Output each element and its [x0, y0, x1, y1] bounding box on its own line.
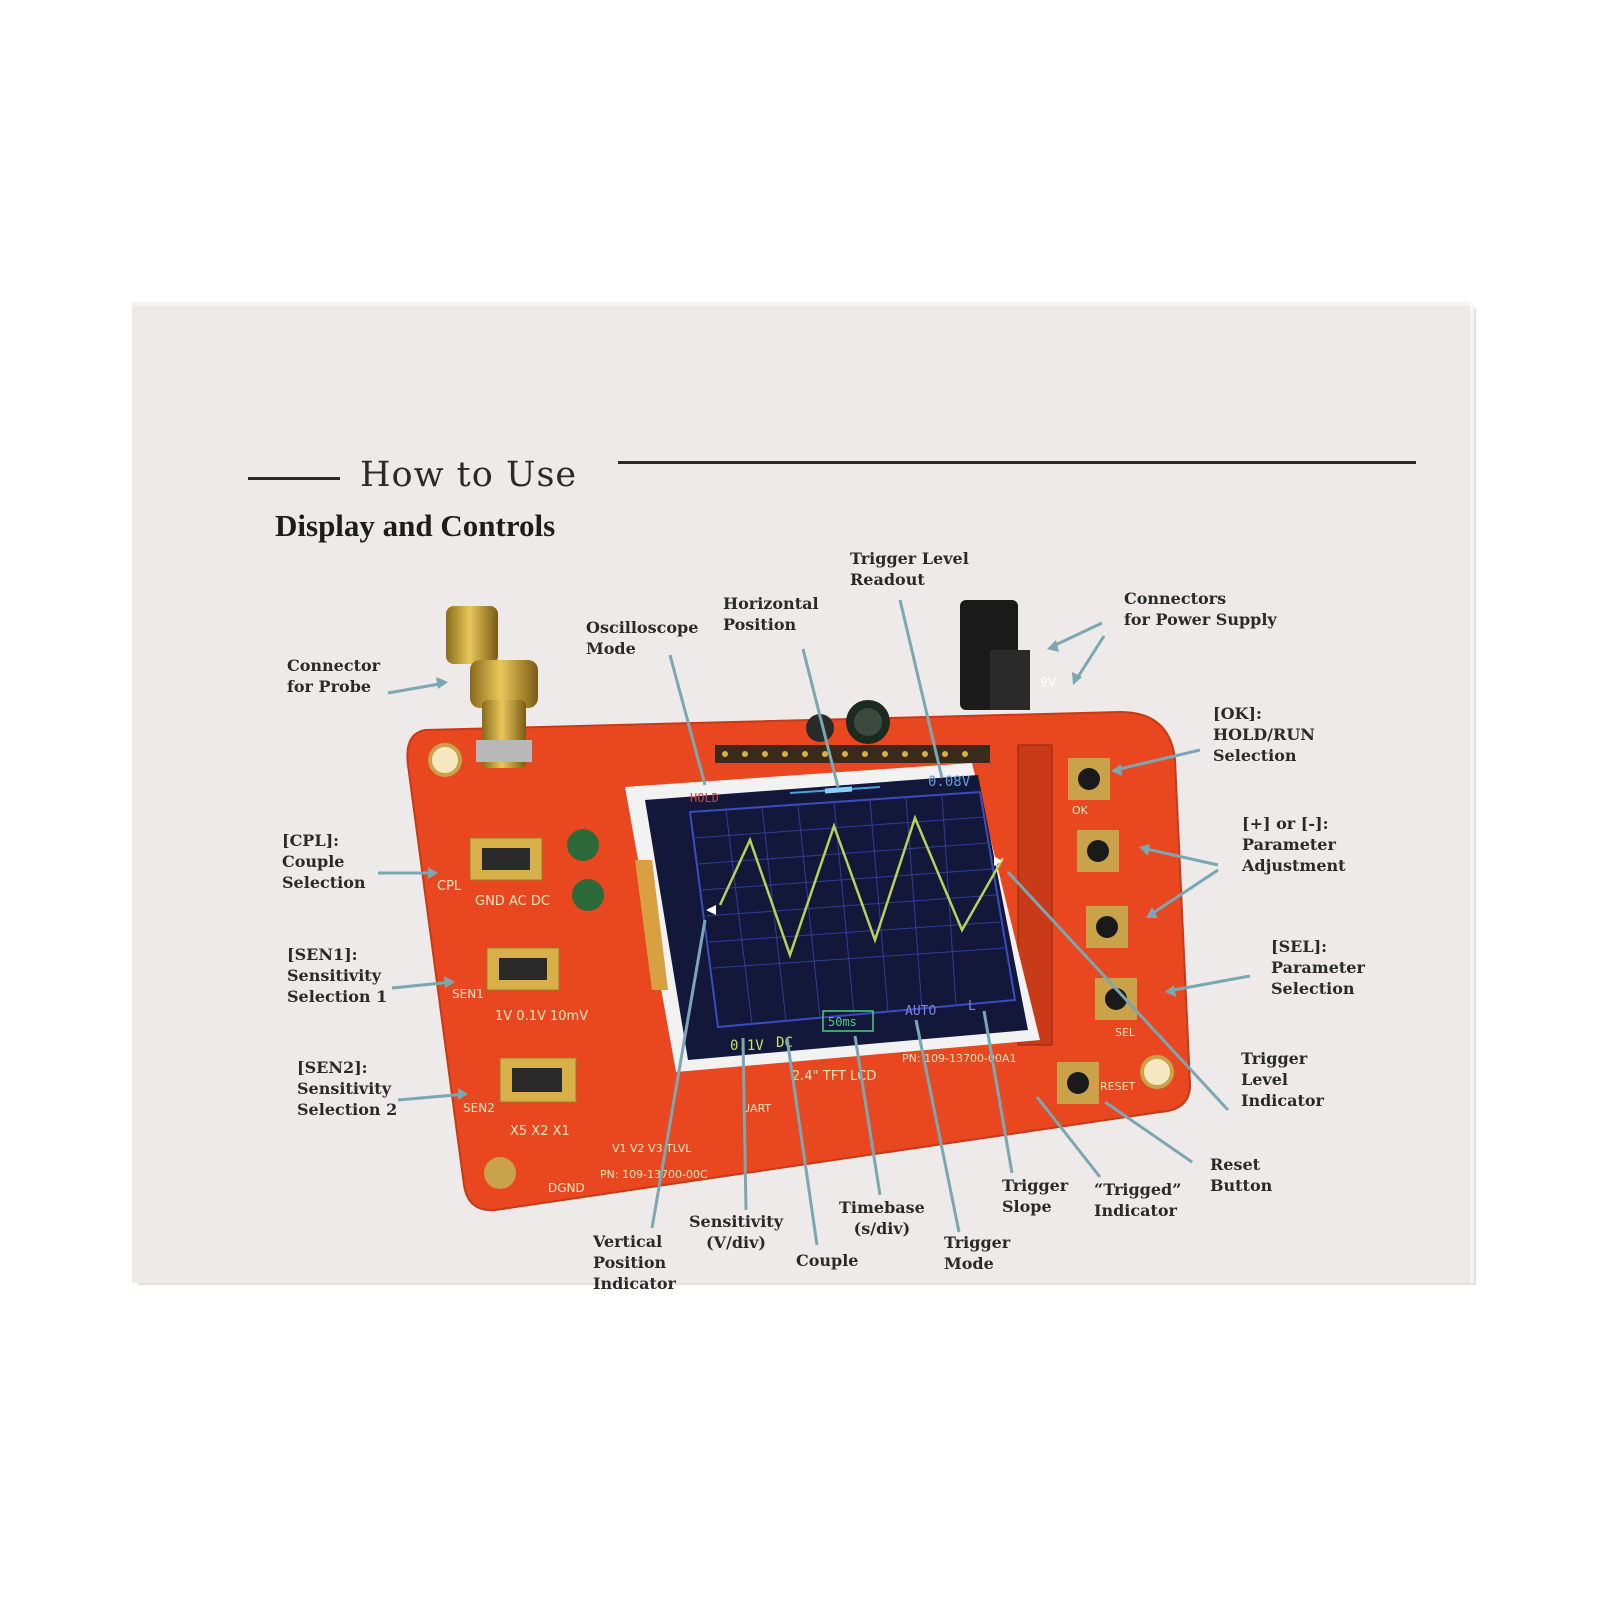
label-timebase: Timebase(s/div) — [839, 1198, 925, 1238]
lcd-trigger-mode: AUTO — [905, 1004, 936, 1019]
silk-pn-lcd: PN: 109-13700-00A1 — [902, 1052, 1017, 1065]
bnc-connector — [446, 606, 538, 768]
silk-pn-main: PN: 109-13700-00C — [600, 1168, 708, 1181]
mount-hole — [1140, 1055, 1174, 1089]
lcd-trigger-slope: L — [968, 999, 976, 1014]
silk-ok: OK — [1072, 804, 1089, 817]
lcd-screen — [645, 775, 1028, 1060]
lcd-mode: HOLD — [690, 791, 719, 805]
button-minus — [1086, 906, 1128, 948]
trigger-level-marker — [994, 856, 1002, 866]
silk-cpl: CPL — [437, 879, 462, 894]
lcd-couple: DC — [776, 1035, 793, 1051]
mount-hole — [484, 1157, 516, 1189]
mount-hole — [428, 743, 462, 777]
silk-power: 9V — [1040, 675, 1057, 689]
callout-arrowheads — [428, 640, 1176, 1100]
label-trigged-indicator: “Trigged”Indicator — [1094, 1180, 1182, 1220]
silk-sen1-options: 1V 0.1V 10mV — [495, 1009, 588, 1024]
button-reset — [1057, 1062, 1099, 1104]
silk-sen1: SEN1 — [452, 987, 484, 1001]
lcd-flex — [635, 860, 668, 990]
silk-reset: RESET — [1100, 1080, 1136, 1093]
silk-sen2: SEN2 — [463, 1101, 495, 1115]
lcd-grid-frame — [688, 790, 1017, 1029]
lcd-timebase: 50ms — [828, 1015, 857, 1029]
lcd-waveform — [718, 814, 1005, 959]
button-sel — [1095, 978, 1137, 1020]
silk-uart: UART — [742, 1102, 771, 1115]
silk-testpoints: V1 V2 V3 TLVL — [612, 1142, 692, 1155]
paper-edge — [132, 302, 1470, 308]
page-heading: How to Use — [360, 455, 578, 495]
heading-rule-left — [248, 477, 340, 480]
button-plus — [1077, 830, 1119, 872]
lcd-sensitivity: 0.1V — [730, 1038, 764, 1054]
pin-header — [715, 745, 990, 763]
silk-sen2-options: X5 X2 X1 — [510, 1124, 570, 1139]
trimmer — [567, 829, 599, 861]
callout-lines — [378, 599, 1251, 1246]
section-title: Display and Controls — [275, 508, 556, 543]
silk-cpl-options: GND AC DC — [475, 894, 550, 909]
trimmer — [572, 879, 604, 911]
label-sensitivity: Sensitivity(V/div) — [689, 1212, 783, 1252]
silk-dgnd: DGND — [548, 1181, 585, 1195]
silk-lcd: 2.4" TFT LCD — [792, 1069, 876, 1084]
heading-rule-right — [618, 461, 1416, 464]
vertical-position-marker — [706, 905, 716, 915]
button-ok — [1068, 758, 1110, 800]
silk-sel: SEL — [1115, 1026, 1136, 1039]
label-couple: Couple — [796, 1251, 859, 1270]
lcd-trigger-level: 0.08V — [928, 774, 971, 790]
